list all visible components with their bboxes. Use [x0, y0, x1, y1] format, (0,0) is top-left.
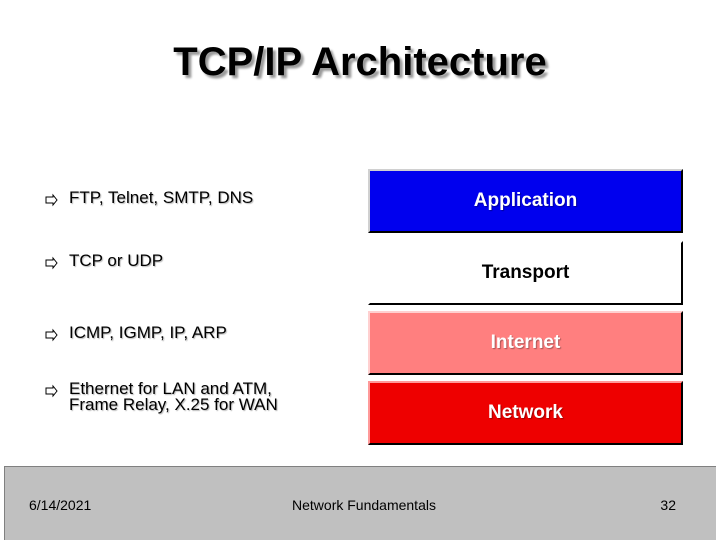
bullet-text: FTP, Telnet, SMTP, DNS [69, 188, 254, 207]
bullet-arrow-icon [45, 384, 58, 398]
layer-network: Network [368, 381, 683, 445]
layer-internet: Internet [368, 311, 683, 375]
bullet-arrow-icon [45, 193, 58, 207]
footer-date: 6/14/2021 [29, 497, 92, 513]
footer-title: Network Fundamentals [292, 497, 436, 513]
page-number: 32 [660, 497, 676, 513]
layer-application: Application [368, 169, 683, 233]
bullet-item: FTP, Telnet, SMTP, DNS [44, 188, 254, 207]
layer-transport: Transport [368, 241, 683, 305]
bullet-item: TCP or UDP [44, 251, 164, 270]
bullet-text: TCP or UDP [69, 251, 164, 270]
slide-footer: 6/14/2021 Network Fundamentals 32 [4, 466, 716, 540]
bullet-item: ICMP, IGMP, IP, ARP [44, 323, 227, 342]
bullet-text: ICMP, IGMP, IP, ARP [69, 323, 227, 342]
slide-title: TCP/IP Architecture [173, 40, 547, 84]
bullet-arrow-icon [45, 328, 58, 342]
bullet-item: Ethernet for LAN and ATM, Frame Relay, X… [44, 379, 278, 414]
bullet-arrow-icon [45, 256, 58, 270]
bullet-text: Ethernet for LAN and ATM, Frame Relay, X… [69, 379, 278, 414]
